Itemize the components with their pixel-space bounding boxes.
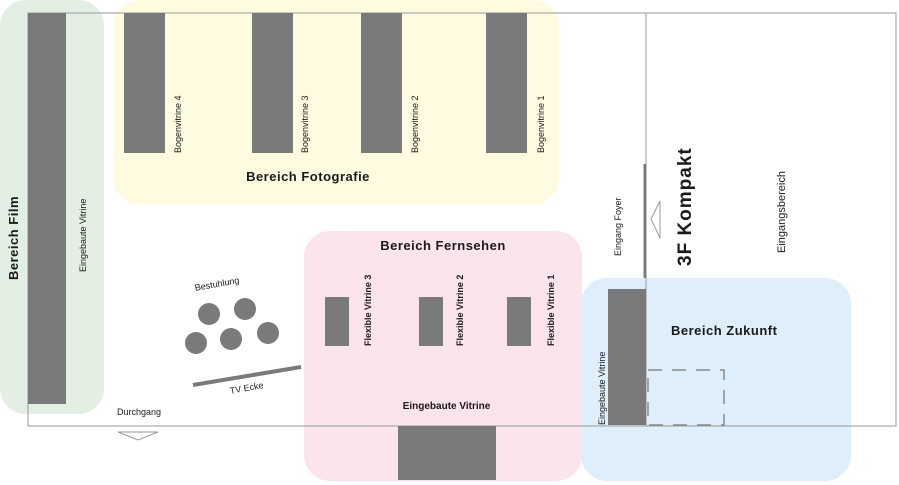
seat bbox=[198, 303, 220, 325]
seat bbox=[185, 332, 207, 354]
bogenvitrine-3 bbox=[252, 13, 293, 153]
bogenvitrine-3-label: Bogenvitrine 3 bbox=[300, 95, 310, 153]
film-vitrine-label: Eingebaute Vitrine bbox=[78, 198, 88, 272]
durchgang-arrow-icon bbox=[117, 431, 159, 441]
bogenvitrine-1-label: Bogenvitrine 1 bbox=[536, 95, 546, 153]
zone-fernsehen-label: Bereich Fernsehen bbox=[380, 238, 506, 253]
entrance-foyer-arrow-icon bbox=[650, 200, 661, 239]
seat bbox=[257, 322, 279, 344]
film-eingebaute-vitrine bbox=[28, 13, 66, 404]
zukunft-dashed-area bbox=[647, 369, 725, 426]
tv-ecke-line bbox=[192, 365, 302, 387]
zone-zukunft-label: Bereich Zukunft bbox=[671, 323, 778, 338]
kompakt-title: 3F Kompakt bbox=[675, 147, 696, 266]
flexible-vitrine-3-label: Flexible Vitrine 3 bbox=[363, 274, 373, 346]
flexible-vitrine-2 bbox=[419, 297, 443, 346]
fernsehen-eingebaute-label: Eingebaute Vitrine bbox=[402, 401, 491, 412]
zone-film-label: Bereich Film bbox=[6, 195, 21, 280]
bogenvitrine-2-label: Bogenvitrine 2 bbox=[410, 95, 420, 153]
zukunft-eingebaute-vitrine bbox=[608, 289, 646, 425]
bogenvitrine-4 bbox=[124, 13, 165, 153]
bogenvitrine-1 bbox=[486, 13, 527, 153]
flexible-vitrine-1 bbox=[507, 297, 531, 346]
seat bbox=[234, 298, 256, 320]
zukunft-vitrine-label: Eingebaute Vitrine bbox=[597, 351, 607, 425]
fernsehen-eingebaute-vitrine bbox=[398, 426, 496, 480]
zone-fotografie bbox=[113, 0, 559, 204]
flexible-vitrine-3 bbox=[325, 297, 349, 346]
bogenvitrine-4-label: Bogenvitrine 4 bbox=[173, 95, 183, 153]
seat bbox=[220, 328, 242, 350]
bogenvitrine-2 bbox=[361, 13, 402, 153]
flexible-vitrine-2-label: Flexible Vitrine 2 bbox=[455, 274, 465, 346]
eingang-foyer-label: Eingang Foyer bbox=[613, 197, 623, 256]
zone-fotografie-label: Bereich Fotografie bbox=[246, 169, 370, 184]
eingangsbereich-label: Eingangsbereich bbox=[776, 171, 788, 253]
durchgang-label: Durchgang bbox=[117, 407, 162, 417]
flexible-vitrine-1-label: Flexible Vitrine 1 bbox=[546, 274, 556, 346]
